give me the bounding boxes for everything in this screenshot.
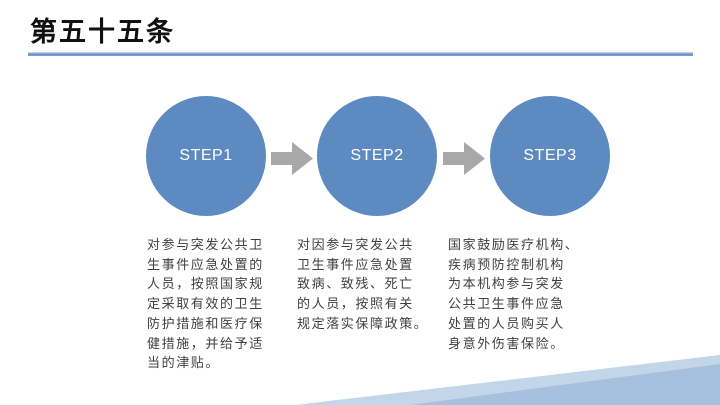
step1-label: STEP1 <box>179 147 233 164</box>
ribbon-dark-shape <box>410 364 720 405</box>
bottom-ribbon-decoration <box>295 355 720 405</box>
step3-label: STEP3 <box>523 147 577 164</box>
step3-description: 国家鼓励医疗机构、 疾病预防控制机构 为本机构参与突发 公共卫生事件应急 处置的… <box>448 237 580 351</box>
arrow-right-shape <box>271 142 313 175</box>
arrow-right-shape <box>443 142 485 175</box>
arrow-right-icon <box>443 142 485 175</box>
step1-circle: STEP1 <box>146 96 266 216</box>
page-title: 第五十五条 <box>30 17 175 47</box>
step2-description: 对因参与突发公共 卫生事件应急处置 致病、致残、死亡 的人员，按照有关 规定落实… <box>297 237 429 331</box>
step2-label: STEP2 <box>350 147 404 164</box>
step2-circle: STEP2 <box>317 96 437 216</box>
step1-description: 对参与突发公共卫 生事件应急处置的 人员，按照国家规 定采取有效的卫生 防护措施… <box>147 237 264 371</box>
step3-circle: STEP3 <box>490 96 610 216</box>
title-divider <box>28 52 693 56</box>
arrow-right-icon <box>271 142 313 175</box>
